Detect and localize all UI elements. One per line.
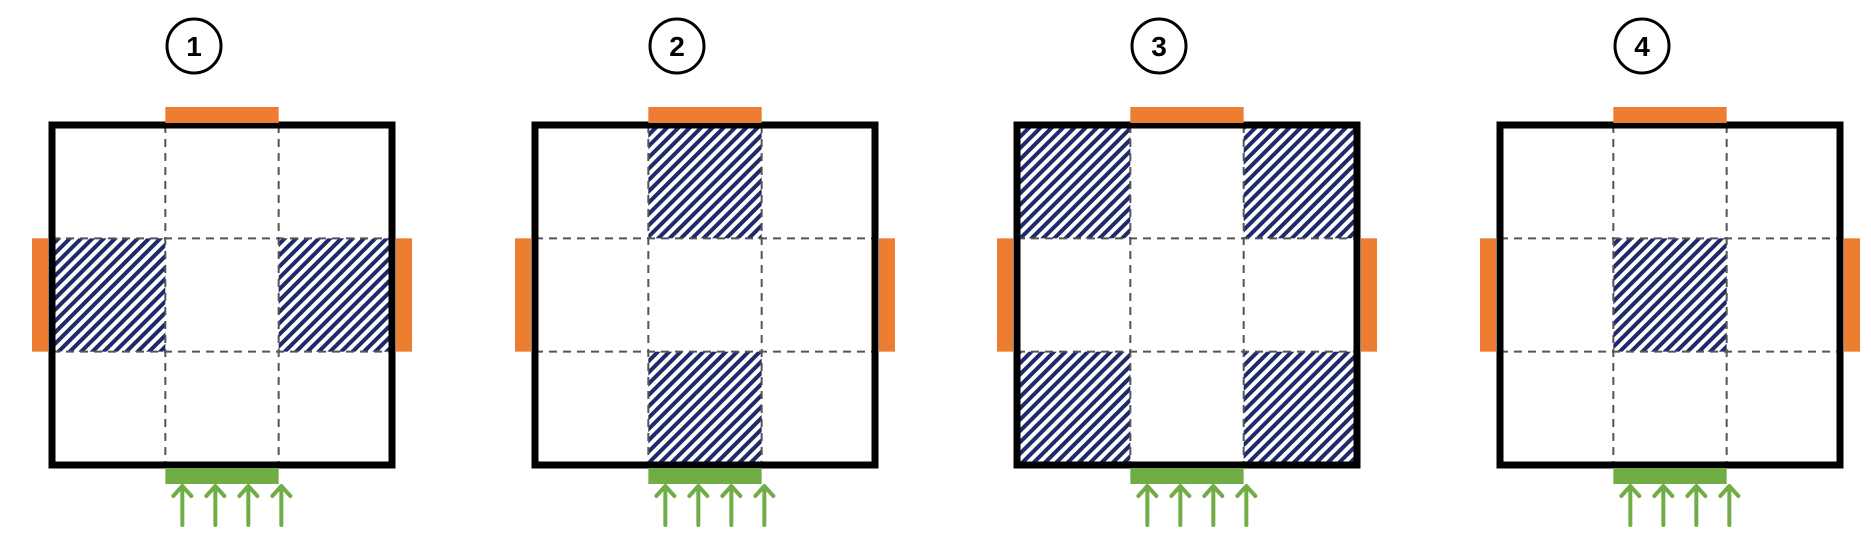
hatched-cell [1243,351,1357,465]
outer-box [1496,121,1844,469]
outer-box [1013,121,1361,469]
arrow-head [753,484,776,498]
hatched-cell [278,238,392,352]
hatched-cell [1243,125,1357,239]
green-bar-bottom [648,468,762,484]
label-circle-icon [1130,17,1188,75]
up-arrow-icon [687,484,710,527]
panel-1: 1 [32,17,412,527]
up-arrow-icon [1718,484,1741,527]
outer-box [531,121,879,469]
up-arrow-icon [1685,484,1708,527]
arrow-head [171,484,194,498]
up-arrow-icon [1136,484,1159,527]
label-circle-icon [165,17,223,75]
up-arrow-icon [237,484,260,527]
arrow-head [1718,484,1741,498]
arrow-head [237,484,260,498]
arrow-head [204,484,227,498]
hatched-cell [52,238,166,352]
orange-bar-right [1844,238,1860,352]
orange-bar-top [1130,107,1244,123]
orange-bar-right [396,238,412,352]
up-arrow-icon [204,484,227,527]
panel-2: 2 [515,17,895,527]
up-arrow-icon [1169,484,1192,527]
up-arrow-icon [1235,484,1258,527]
arrow-head [270,484,293,498]
up-arrow-icon [1619,484,1642,527]
arrow-head [1136,484,1159,498]
hatched-cell [1017,125,1131,239]
green-bar-bottom [165,468,279,484]
panel-label: 4 [1634,31,1650,62]
orange-bar-left [997,238,1013,352]
label-circle-icon [648,17,706,75]
panel-3: 3 [997,17,1377,527]
panel-label: 1 [186,31,202,62]
orange-bar-left [1480,238,1496,352]
arrow-head [720,484,743,498]
hatched-cell [1017,351,1131,465]
panel-label: 3 [1151,31,1167,62]
up-arrow-icon [1202,484,1225,527]
hatched-cell [648,125,762,239]
arrow-head [1169,484,1192,498]
label-circle-icon [1613,17,1671,75]
arrow-head [1202,484,1225,498]
arrow-head [687,484,710,498]
up-arrow-icon [654,484,677,527]
orange-bar-right [879,238,895,352]
panel-4: 4 [1480,17,1860,527]
orange-bar-right [1361,238,1377,352]
orange-bar-top [165,107,279,123]
hatched-cell [648,351,762,465]
hatched-cell [1613,238,1727,352]
arrow-head [1619,484,1642,498]
panel-label: 2 [669,31,685,62]
up-arrow-icon [270,484,293,527]
orange-bar-top [1613,107,1727,123]
up-arrow-icon [171,484,194,527]
up-arrow-icon [753,484,776,527]
up-arrow-icon [720,484,743,527]
up-arrow-icon [1652,484,1675,527]
orange-bar-left [32,238,48,352]
green-bar-bottom [1130,468,1244,484]
arrow-head [1652,484,1675,498]
arrow-head [1685,484,1708,498]
green-bar-bottom [1613,468,1727,484]
outer-box [48,121,396,469]
orange-bar-top [648,107,762,123]
arrow-head [654,484,677,498]
arrow-head [1235,484,1258,498]
orange-bar-left [515,238,531,352]
